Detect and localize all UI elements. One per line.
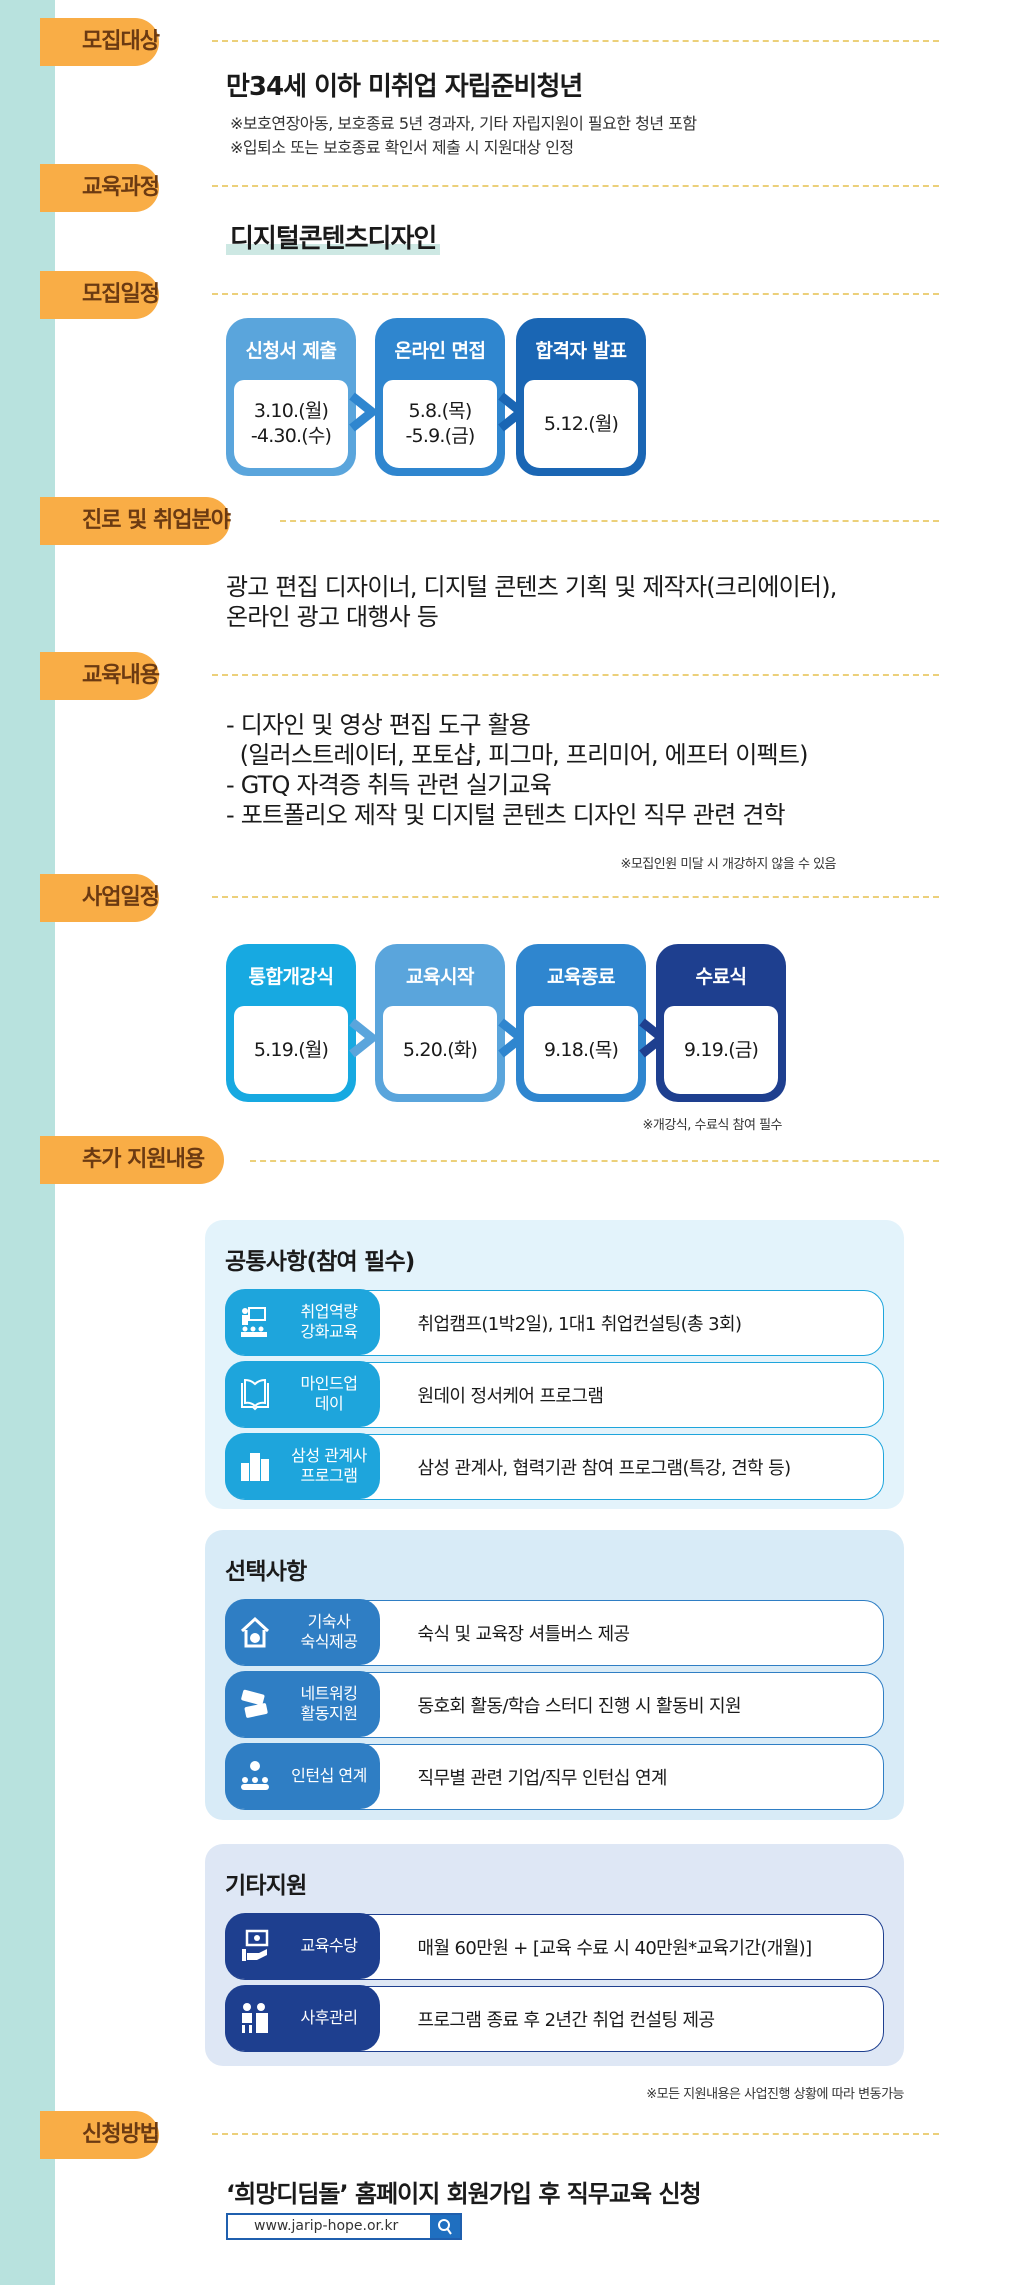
row-text: 직무별 관련 기업/직무 인턴십 연계 — [417, 1768, 668, 1789]
step-date: 3.10.(월) — [253, 400, 329, 422]
support-row: 인턴십 연계 직무별 관련 기업/직무 인턴십 연계 — [224, 1743, 884, 1810]
content-item: (일러스트레이터, 포토샵, 피그마, 프리미어, 에프터 이펙트) — [226, 741, 809, 769]
career-line: 온라인 광고 대행사 등 — [226, 603, 439, 631]
row-text: 매월 60만원 + [교육 수료 시 40만원*교육기간(개월)] — [417, 1938, 813, 1959]
content-item: - GTQ 자격증 취득 관련 실기교육 — [226, 771, 552, 799]
money-icon — [240, 1690, 268, 1719]
support-note: ※모든 지원내용은 사업진행 상황에 따라 변동가능 — [646, 2087, 904, 2102]
row-text: 숙식 및 교육장 셔틀버스 제공 — [417, 1624, 631, 1645]
course-name: 디지털콘텐츠디자인 — [226, 218, 441, 255]
arrow-right-icon — [349, 1018, 377, 1058]
apply-main: ‘희망디딤돌’ 홈페이지 회원가입 후 직무교육 신청 — [226, 2180, 702, 2208]
section-tag-content: 교육내용 — [40, 652, 160, 712]
panel-title: 공통사항(참여 필수) — [225, 1249, 415, 1275]
step-date: 9.19.(금) — [683, 1038, 759, 1061]
step-date-end: -5.9.(금) — [405, 425, 475, 447]
step-date-end: -4.30.(수) — [250, 425, 332, 447]
business-step: 통합개강식 5.19.(월) — [226, 944, 356, 1102]
step-date: 5.8.(목) — [408, 400, 473, 422]
row-label: 삼성 관계사 프로그램 — [291, 1446, 367, 1486]
step-title: 수료식 — [695, 965, 747, 988]
step-title: 교육종료 — [547, 965, 615, 988]
support-row: 취업역량 강화교육 취업캠프(1박2일), 1대1 취업컨설팅(총 3회) — [224, 1289, 884, 1356]
divider — [212, 293, 939, 295]
panel-title: 기타지원 — [225, 1873, 307, 1899]
step-date: 5.20.(화) — [402, 1038, 478, 1061]
row-label: 취업역량 강화교육 — [300, 1302, 358, 1342]
career-line: 광고 편집 디자이너, 디지털 콘텐츠 기획 및 제작자(크리에이터), — [226, 573, 837, 601]
allowance-icon — [241, 1930, 268, 1962]
step-title: 온라인 면접 — [394, 339, 486, 362]
row-label: 교육수당 — [300, 1936, 358, 1956]
section-tag-support: 추가 지원내용 — [40, 1136, 225, 1196]
search-icon — [438, 2218, 452, 2235]
section-tag-apply: 신청방법 — [40, 2111, 160, 2171]
step-title: 신청서 제출 — [245, 339, 337, 362]
target-note-2: ※입퇴소 또는 보호종료 확인서 제출 시 지원대상 인정 — [230, 138, 574, 157]
house-icon — [240, 1617, 269, 1648]
support-row: 마인드업 데이 원데이 정서케어 프로그램 — [224, 1361, 884, 1428]
support-row: 네트워킹 활동지원 동호회 활동/학습 스터디 진행 시 활동비 지원 — [224, 1671, 884, 1738]
divider — [212, 40, 939, 42]
business-note: ※개강식, 수료식 참여 필수 — [642, 1118, 782, 1133]
divider — [212, 896, 939, 898]
divider — [212, 674, 939, 676]
content-list: - 디자인 및 영상 편집 도구 활용 (일러스트레이터, 포토샵, 피그마, … — [226, 710, 808, 830]
divider — [250, 1160, 939, 1162]
step-date: 5.19.(월) — [253, 1038, 329, 1061]
url-text[interactable]: www.jarip-hope.or.kr — [254, 2218, 399, 2234]
step-date: 5.12.(월) — [543, 412, 619, 435]
target-main: 만34세 이하 미취업 자립준비청년 — [226, 72, 583, 102]
people-icon — [240, 1761, 269, 1791]
search-button[interactable] — [430, 2215, 460, 2238]
business-step: 교육시작 5.20.(화) — [375, 944, 505, 1102]
content-item: - 포트폴리오 제작 및 디지털 콘텐츠 디자인 직무 관련 견학 — [226, 801, 786, 829]
divider — [280, 520, 939, 522]
panel-title: 선택사항 — [225, 1559, 307, 1585]
row-label: 인턴십 연계 — [291, 1766, 367, 1786]
row-text: 프로그램 종료 후 2년간 취업 컨설팅 제공 — [417, 2010, 716, 2031]
row-label: 기숙사 숙식제공 — [300, 1612, 358, 1652]
row-label: 사후관리 — [300, 2008, 358, 2028]
business-step: 교육종료 9.18.(목) — [516, 944, 646, 1102]
building-icon — [240, 1453, 269, 1482]
content-note: ※모집인원 미달 시 개강하지 않을 수 있음 — [620, 857, 836, 872]
row-text: 삼성 관계사, 협력기관 참여 프로그램(특강, 견학 등) — [417, 1458, 792, 1479]
recruit-step: 합격자 발표 5.12.(월) — [516, 318, 646, 476]
section-tag-course: 교육과정 — [40, 164, 160, 224]
row-label: 마인드업 데이 — [300, 1374, 358, 1414]
content-item: - 디자인 및 영상 편집 도구 활용 — [226, 711, 531, 739]
support-panel: 공통사항(참여 필수) 취업역량 강화교육 취업캠프(1박2일), 1대1 취업컨설… — [205, 1220, 904, 1509]
row-text: 동호회 활동/학습 스터디 진행 시 활동비 지원 — [417, 1696, 742, 1717]
target-note-1: ※보호연장아동, 보호종료 5년 경과자, 기타 자립지원이 필요한 청년 포함 — [230, 114, 697, 133]
url-search-box[interactable]: www.jarip-hope.or.kr — [226, 2213, 462, 2240]
section-tag-career: 진로 및 취업분야 — [40, 497, 231, 557]
section-tag-recruit: 모집일정 — [40, 271, 160, 331]
step-date: 9.18.(목) — [543, 1038, 619, 1061]
row-text: 취업캠프(1박2일), 1대1 취업컨설팅(총 3회) — [417, 1314, 742, 1335]
row-text: 원데이 정서케어 프로그램 — [417, 1386, 604, 1407]
step-title: 합격자 발표 — [535, 339, 627, 362]
row-label: 네트워킹 활동지원 — [300, 1684, 358, 1724]
support-row: 삼성 관계사 프로그램 삼성 관계사, 협력기관 참여 프로그램(특강, 견학 등… — [224, 1433, 884, 1500]
divider — [212, 185, 939, 187]
section-tag-business: 사업일정 — [40, 874, 160, 934]
recruit-step: 신청서 제출 3.10.(월) -4.30.(수) — [226, 318, 356, 476]
recruit-step: 온라인 면접 5.8.(목) -5.9.(금) — [375, 318, 505, 476]
divider — [212, 2133, 939, 2135]
support-row: 교육수당 매월 60만원 + [교육 수료 시 40만원*교육기간(개월)] — [224, 1913, 884, 1980]
teacher-icon — [240, 1307, 267, 1338]
business-step: 수료식 9.19.(금) — [656, 944, 786, 1102]
career-text: 광고 편집 디자이너, 디지털 콘텐츠 기획 및 제작자(크리에이터), 온라인… — [226, 572, 837, 632]
section-tag-target: 모집대상 — [40, 18, 160, 78]
step-title: 통합개강식 — [248, 965, 334, 988]
step-title: 교육시작 — [406, 965, 474, 988]
support-row: 사후관리 프로그램 종료 후 2년간 취업 컨설팅 제공 — [224, 1985, 884, 2052]
support-row: 기숙사 숙식제공 숙식 및 교육장 셔틀버스 제공 — [224, 1599, 884, 1666]
book-icon — [240, 1379, 269, 1411]
consulting-icon — [241, 2003, 268, 2034]
arrow-right-icon — [349, 392, 377, 432]
